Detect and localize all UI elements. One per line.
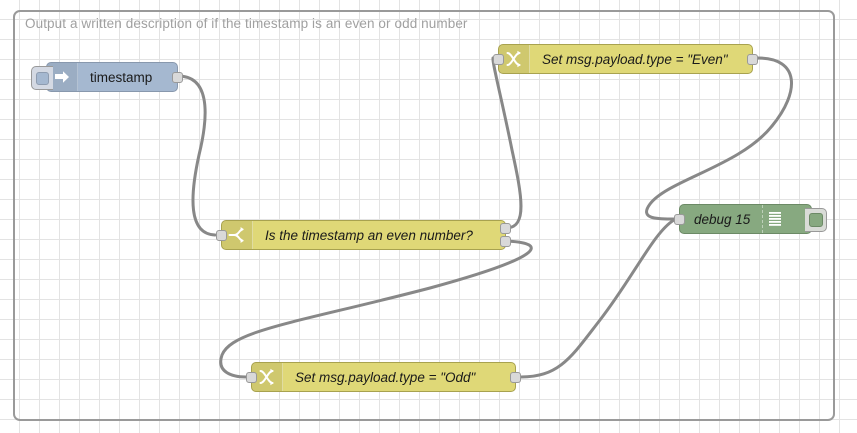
change-odd-input-port[interactable] bbox=[246, 372, 257, 383]
node-group-label: Output a written description of if the t… bbox=[25, 16, 468, 31]
change-odd-node-label: Set msg.payload.type = "Odd" bbox=[295, 369, 476, 385]
debug-toggle-button[interactable] bbox=[805, 208, 827, 232]
node-change-even[interactable]: Set msg.payload.type = "Even" bbox=[493, 44, 758, 74]
change-even-input-port[interactable] bbox=[493, 54, 504, 65]
change-even-output-port[interactable] bbox=[747, 54, 758, 65]
debug-toggle-icon bbox=[808, 213, 823, 227]
debug-input-port[interactable] bbox=[674, 214, 685, 225]
debug-lines-icon bbox=[762, 205, 787, 233]
node-debug-15[interactable]: debug 15 bbox=[674, 204, 827, 234]
change-odd-output-port[interactable] bbox=[510, 372, 521, 383]
switch-input-port[interactable] bbox=[216, 230, 227, 241]
node-group-box[interactable] bbox=[13, 10, 835, 421]
change-shuffle-icon bbox=[252, 363, 283, 391]
debug-node-label: debug 15 bbox=[694, 211, 751, 227]
node-change-odd[interactable]: Set msg.payload.type = "Odd" bbox=[246, 362, 521, 392]
node-inject-timestamp[interactable]: timestamp bbox=[31, 62, 183, 92]
switch-branch-icon bbox=[222, 221, 253, 249]
switch-node-label: Is the timestamp an even number? bbox=[265, 227, 473, 243]
inject-trigger-button[interactable] bbox=[31, 66, 53, 90]
inject-trigger-icon bbox=[36, 71, 49, 85]
inject-output-port[interactable] bbox=[172, 72, 183, 83]
node-switch-even[interactable]: Is the timestamp an even number? bbox=[216, 220, 511, 250]
switch-output-port-1[interactable] bbox=[500, 236, 511, 247]
switch-output-port-0[interactable] bbox=[500, 223, 511, 234]
change-even-node-label: Set msg.payload.type = "Even" bbox=[542, 51, 728, 67]
inject-node-label: timestamp bbox=[90, 69, 153, 85]
change-shuffle-icon bbox=[499, 45, 530, 73]
